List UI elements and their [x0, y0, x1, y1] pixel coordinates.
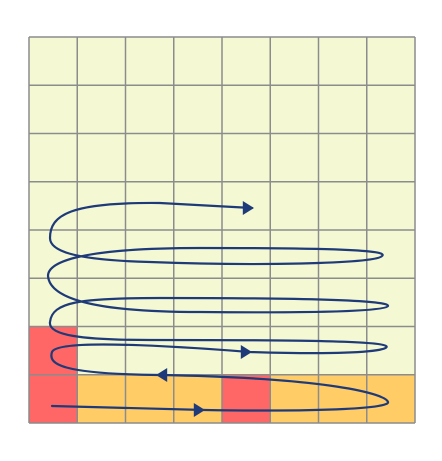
grid-cell-r1-c6 — [318, 85, 367, 134]
scan-arrow-left — [156, 368, 168, 382]
grid-cell-r2-c2 — [125, 133, 174, 182]
scan-arrow-right-bottom — [193, 403, 205, 417]
grid-cell-r2-c1 — [77, 133, 126, 182]
grid-cell-r7-c3-orange — [173, 374, 222, 423]
grid-cell-r5-c3 — [173, 278, 222, 327]
grid-cell-r0-c4 — [222, 37, 271, 86]
scan-path — [46, 201, 390, 417]
grid-cell-r7-c1-orange — [77, 374, 126, 423]
grid-cell-r4-c4 — [222, 230, 271, 279]
grid-cell-r7-c4-red — [222, 374, 271, 423]
grid-cell-r0-c1 — [77, 37, 126, 86]
grid-cell-r6-c3 — [173, 326, 222, 375]
grid-cell-r0-c5 — [270, 37, 319, 86]
grid-cell-r5-c6 — [318, 278, 367, 327]
grid-cell-r4-c7 — [366, 230, 415, 279]
grid-cell-r4-c3 — [173, 230, 222, 279]
grid-cell-r0-c2 — [125, 37, 174, 86]
grid-cell-r2-c6 — [318, 133, 367, 182]
grid-cell-r2-c4 — [222, 133, 271, 182]
grid-cell-r0-c0 — [29, 37, 78, 86]
grid-cell-r3-c5 — [270, 181, 319, 230]
grid-cell-r1-c5 — [270, 85, 319, 134]
grid-cell-r4-c5 — [270, 230, 319, 279]
grid-cell-r4-c1 — [77, 230, 126, 279]
grid-cell-r1-c1 — [77, 85, 126, 134]
grid-cell-r1-c3 — [173, 85, 222, 134]
grid-cell-r3-c7 — [366, 181, 415, 230]
scan-arrow-right-top — [242, 201, 254, 215]
grid-cell-r4-c6 — [318, 230, 367, 279]
grid-cell-r2-c3 — [173, 133, 222, 182]
grid-cell-r1-c0 — [29, 85, 78, 134]
grid-cell-r7-c7-orange — [366, 374, 415, 423]
grid-cell-r3-c0 — [29, 181, 78, 230]
grid-cell-r5-c2 — [125, 278, 174, 327]
grid-cell-r0-c3 — [173, 37, 222, 86]
grid-cell-r0-c7 — [366, 37, 415, 86]
grid-cell-r7-c0-red — [29, 374, 78, 423]
grid-cell-r3-c6 — [318, 181, 367, 230]
grid-cell-r4-c2 — [125, 230, 174, 279]
grid-cell-r1-c7 — [366, 85, 415, 134]
grid-cell-r6-c5 — [270, 326, 319, 375]
grid-cell-r7-c2-orange — [125, 374, 174, 423]
grid-cell-r6-c2 — [125, 326, 174, 375]
grid-cell-r1-c2 — [125, 85, 174, 134]
grid-cell-r7-c6-orange — [318, 374, 367, 423]
grid-cell-r0-c6 — [318, 37, 367, 86]
grid-cells — [29, 37, 415, 423]
grid-cell-r3-c2 — [125, 181, 174, 230]
grid-cell-r2-c5 — [270, 133, 319, 182]
scan-arrow-right-middle — [240, 345, 252, 359]
grid-cell-r5-c4 — [222, 278, 271, 327]
grid-lines — [28, 36, 416, 424]
grid-cell-r2-c0 — [29, 133, 78, 182]
grid-cell-r2-c7 — [366, 133, 415, 182]
grid-cell-r1-c4 — [222, 85, 271, 134]
grid-cell-r6-c6 — [318, 326, 367, 375]
grid-cell-r6-c1 — [77, 326, 126, 375]
grid-cell-r5-c5 — [270, 278, 319, 327]
scan-path-curve — [46, 201, 390, 412]
